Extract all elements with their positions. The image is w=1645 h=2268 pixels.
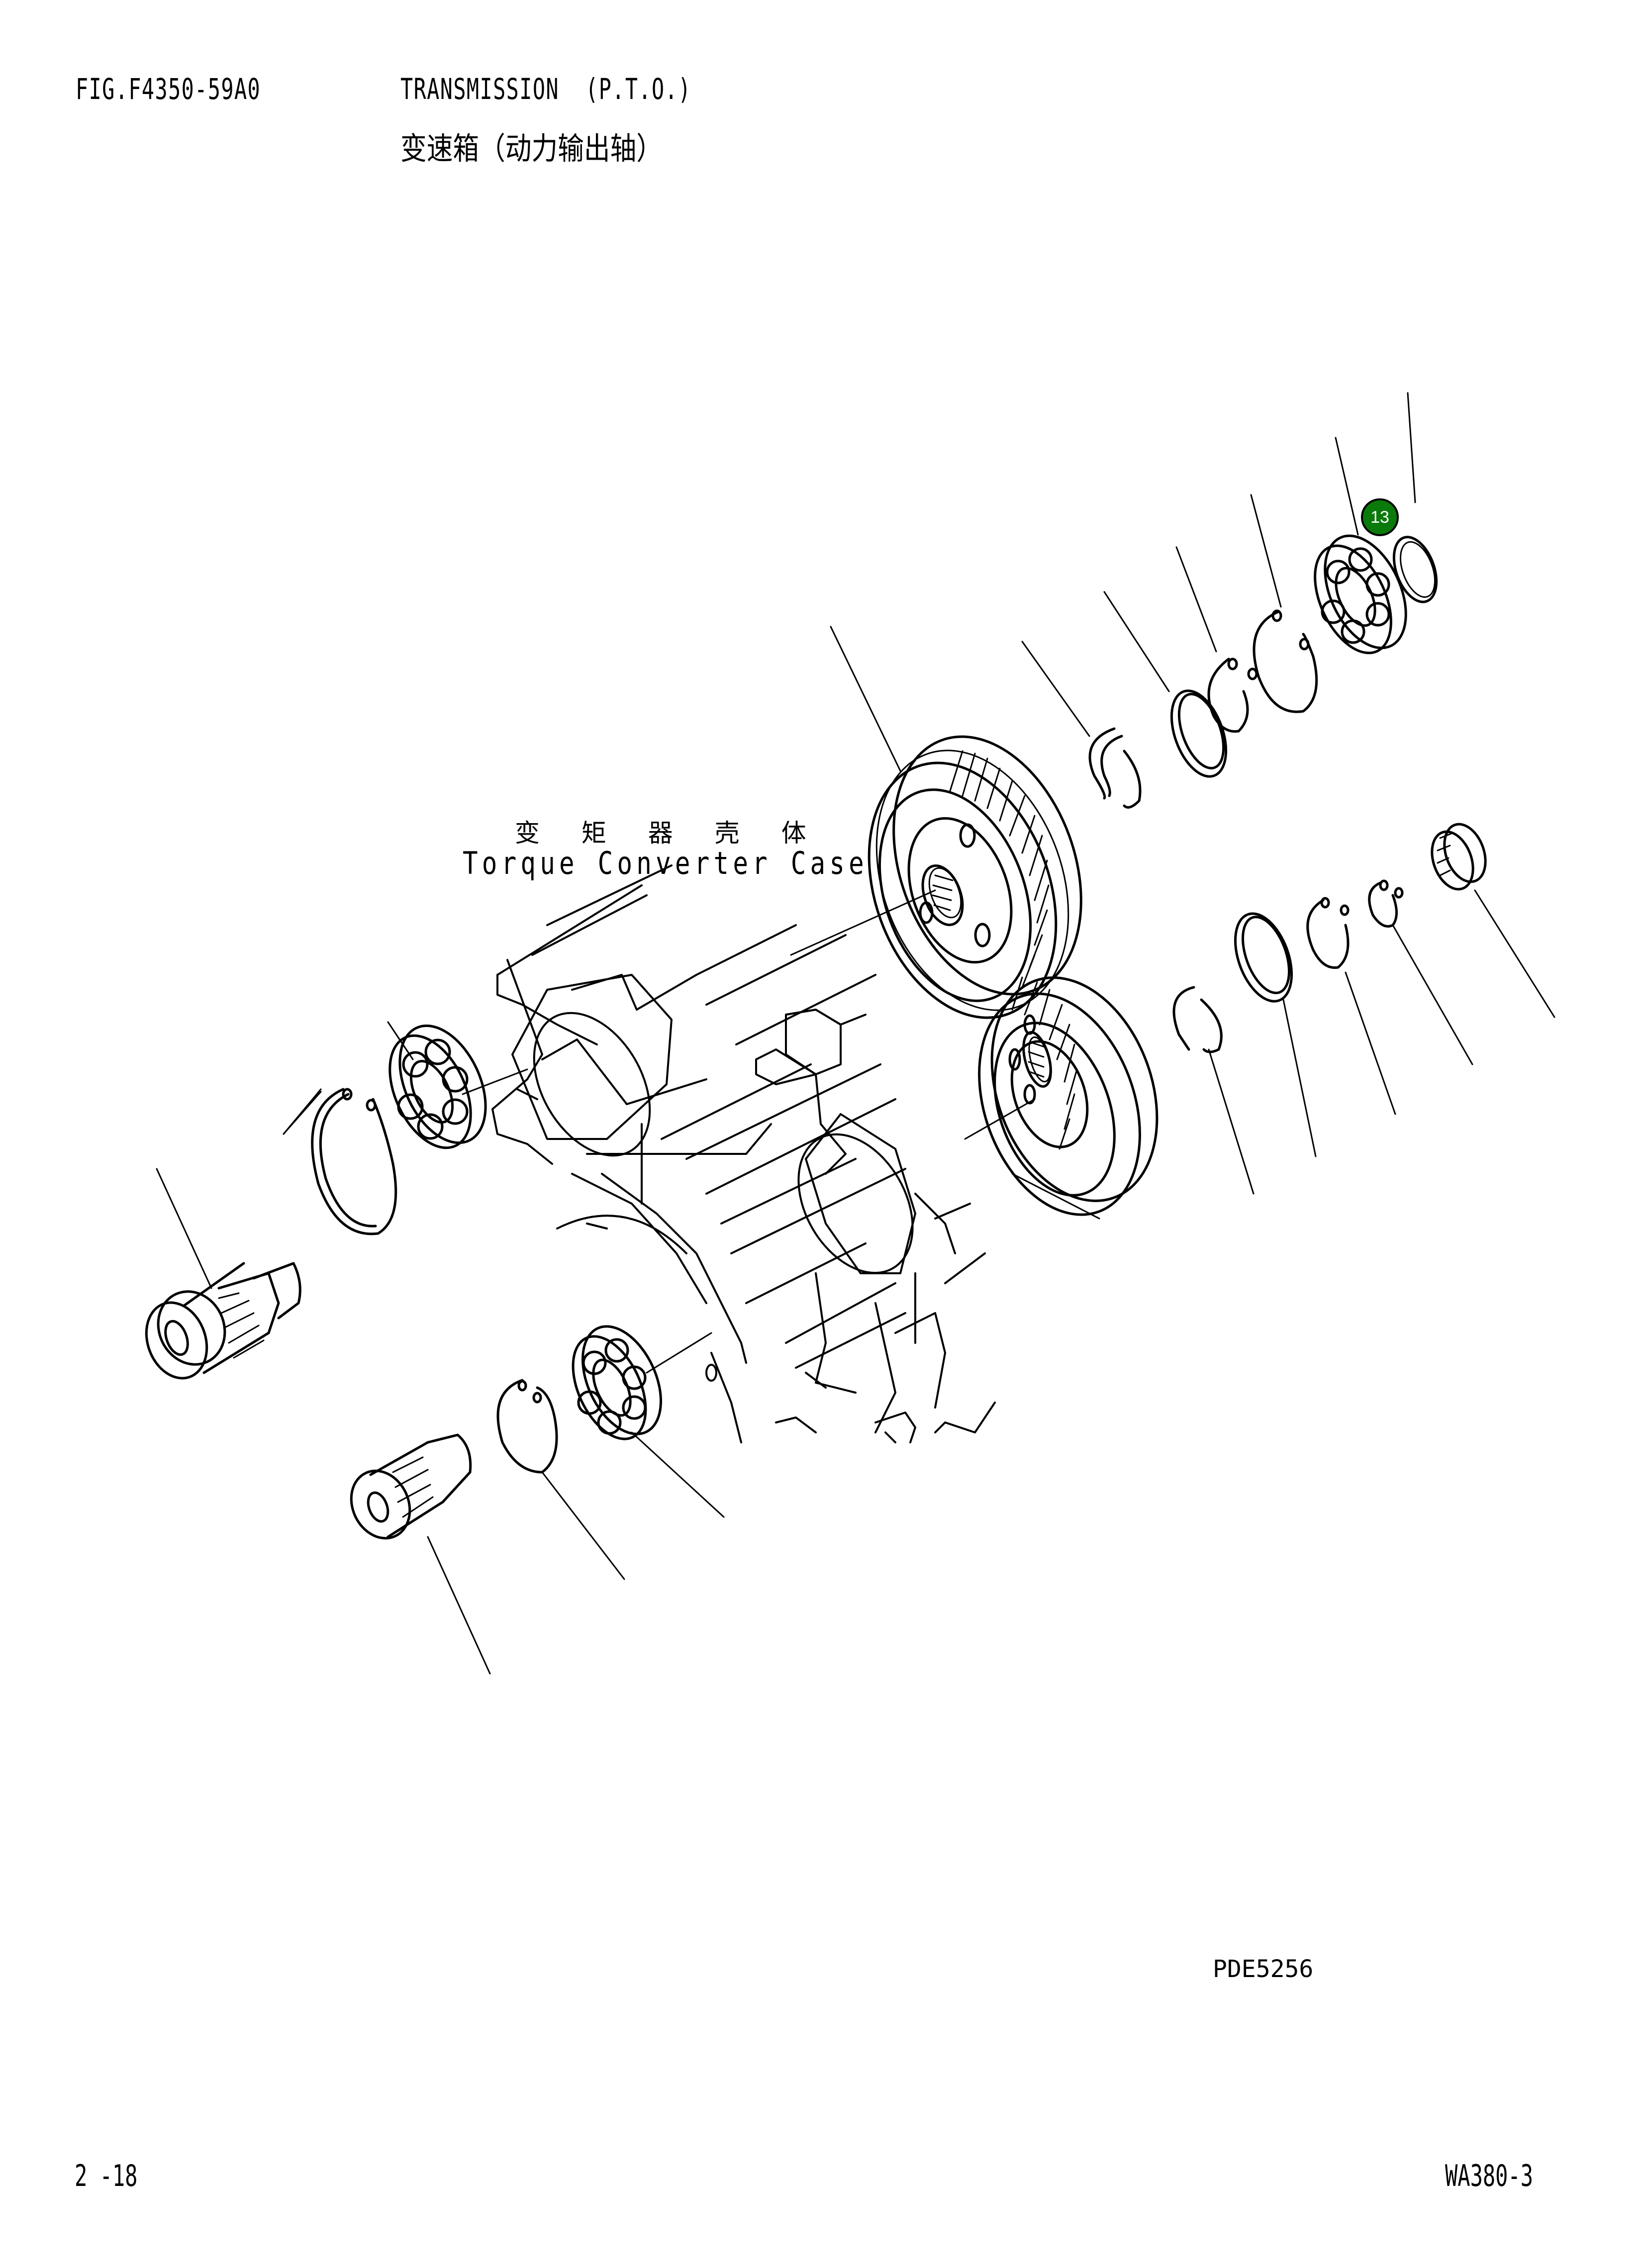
figure-number: FIG.F4350-59A0 xyxy=(76,72,261,106)
torque-converter-case xyxy=(491,864,996,1443)
leader-lines xyxy=(156,392,1555,1675)
upper-left-bearing xyxy=(388,1024,487,1149)
lower-idler-gear xyxy=(978,976,1159,1216)
callout-badge-13[interactable]: 13 xyxy=(1361,498,1399,536)
drawing-code: PDE5256 xyxy=(1213,1955,1314,1983)
lower-left-bearing xyxy=(572,1325,662,1440)
lower-right-rings xyxy=(1172,823,1487,1053)
upper-pto-shaft xyxy=(145,1262,301,1380)
case-label-chinese: 变 矩 器 壳 体 xyxy=(515,819,823,848)
title-chinese: 变速箱（动力输出轴） xyxy=(400,130,663,167)
upper-right-rings xyxy=(1088,534,1438,809)
lower-pto-shaft xyxy=(350,1433,472,1540)
lower-left-snap-ring xyxy=(496,1379,558,1474)
upper-left-snap-ring xyxy=(311,1088,397,1235)
machine-model: WA380-3 xyxy=(1445,2159,1534,2193)
page-number: 2 -18 xyxy=(75,2159,138,2193)
case-label-english: Torque Converter Case xyxy=(463,845,868,881)
upper-idler-gear xyxy=(868,735,1082,1019)
title-english: TRANSMISSION (P.T.O.) xyxy=(400,72,691,106)
